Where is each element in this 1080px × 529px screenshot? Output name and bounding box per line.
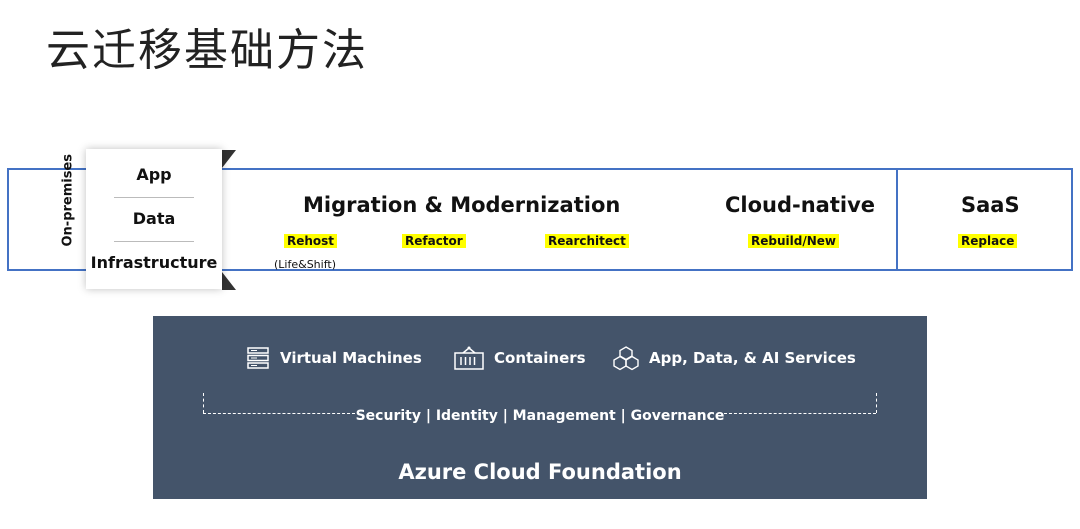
stack-corner-bottom [222, 272, 236, 290]
service-label: App, Data, & AI Services [649, 349, 856, 367]
service-label: Virtual Machines [280, 349, 422, 367]
bracket-right-line [724, 413, 876, 414]
page-title: 云迁移基础方法 [46, 25, 368, 76]
azure-foundation-panel [153, 316, 927, 499]
bracket-right-tick [876, 393, 877, 413]
on-premises-label: On-premises [60, 153, 76, 247]
rearchitect-label: Rearchitect [545, 234, 629, 248]
migration-heading: Migration & Modernization [303, 193, 621, 217]
stack-item-infrastructure: Infrastructure [90, 253, 218, 272]
replace-label: Replace [958, 234, 1018, 248]
rehost-label: Rehost [284, 234, 338, 248]
server-icon [247, 347, 269, 369]
cloud-native-heading: Cloud-native [725, 193, 876, 217]
rebuild-label: Rebuild/New [748, 234, 839, 248]
on-premises-stack: App Data Infrastructure [86, 149, 222, 289]
stack-item-app: App [136, 165, 172, 184]
stack-divider [114, 241, 194, 242]
azure-cloud-foundation-label: Azure Cloud Foundation [398, 460, 682, 484]
stack-item-data: Data [132, 209, 176, 228]
service-app-data-ai: App, Data, & AI Services [613, 346, 856, 371]
saas-heading: SaaS [961, 193, 1020, 217]
bracket-left-line [203, 413, 355, 414]
saas-divider [896, 168, 898, 271]
service-containers: Containers [454, 346, 586, 370]
cubes-icon [613, 346, 639, 371]
stack-divider [114, 197, 194, 198]
container-icon [454, 346, 484, 370]
service-virtual-machines: Virtual Machines [246, 347, 422, 369]
rehost-sub-label: (Life&Shift) [274, 258, 336, 271]
stack-corner-top [222, 150, 236, 168]
security-governance-label: Security | Identity | Management | Gover… [355, 408, 725, 424]
service-label: Containers [494, 349, 586, 367]
refactor-label: Refactor [402, 234, 466, 248]
bracket-left-tick [203, 393, 204, 413]
